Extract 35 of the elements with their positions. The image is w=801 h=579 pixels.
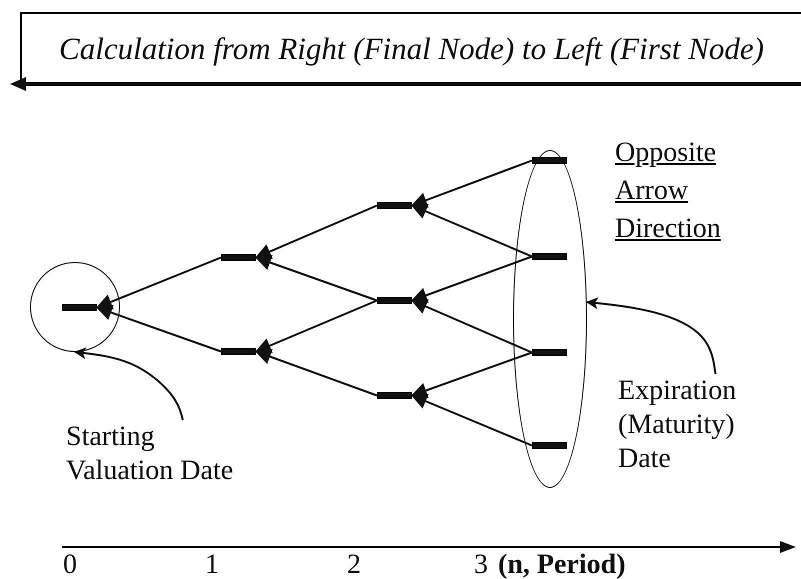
arrow [410, 160, 532, 208]
arrow [96, 304, 222, 352]
caption-text: Expiration (Maturity) Date [618, 374, 738, 476]
ellipse-outline [513, 150, 587, 488]
axis-tick-label: 1 [205, 548, 219, 579]
axis-tick-label: 2 [347, 548, 361, 579]
tree-node-bar [532, 442, 566, 448]
axis-tick-label: 3 [474, 548, 488, 579]
banner-text: Calculation from Right (Final Node) to Left (First Node) [59, 32, 764, 66]
arrow [410, 204, 532, 258]
arrow [410, 299, 532, 354]
axis-title: (n, Period) [498, 548, 626, 579]
arrow [254, 204, 378, 259]
tree-node-bar [377, 392, 412, 399]
circle-outline [30, 262, 120, 352]
arrow [254, 349, 378, 396]
tree-node-bar [377, 202, 412, 209]
note-text: Opposite Arrow Direction [615, 136, 722, 246]
arrow [410, 394, 532, 446]
arrow [254, 254, 378, 302]
leader-arrow [586, 297, 716, 374]
arrow [410, 256, 532, 303]
tree-node-bar [532, 348, 566, 356]
arrow [410, 352, 532, 398]
leader-arrow [74, 347, 184, 420]
tree-node-bar [221, 254, 256, 261]
axis-tick-label: 0 [63, 548, 77, 579]
tree-node-bar [221, 348, 256, 355]
arrow [96, 256, 222, 310]
tree-node-bar [62, 304, 96, 310]
tree-node-bar [532, 252, 566, 260]
tree-node-bar [377, 297, 412, 304]
caption-text: Starting Valuation Date [66, 420, 234, 488]
arrow [254, 300, 378, 354]
tree-node-bar [532, 156, 566, 164]
